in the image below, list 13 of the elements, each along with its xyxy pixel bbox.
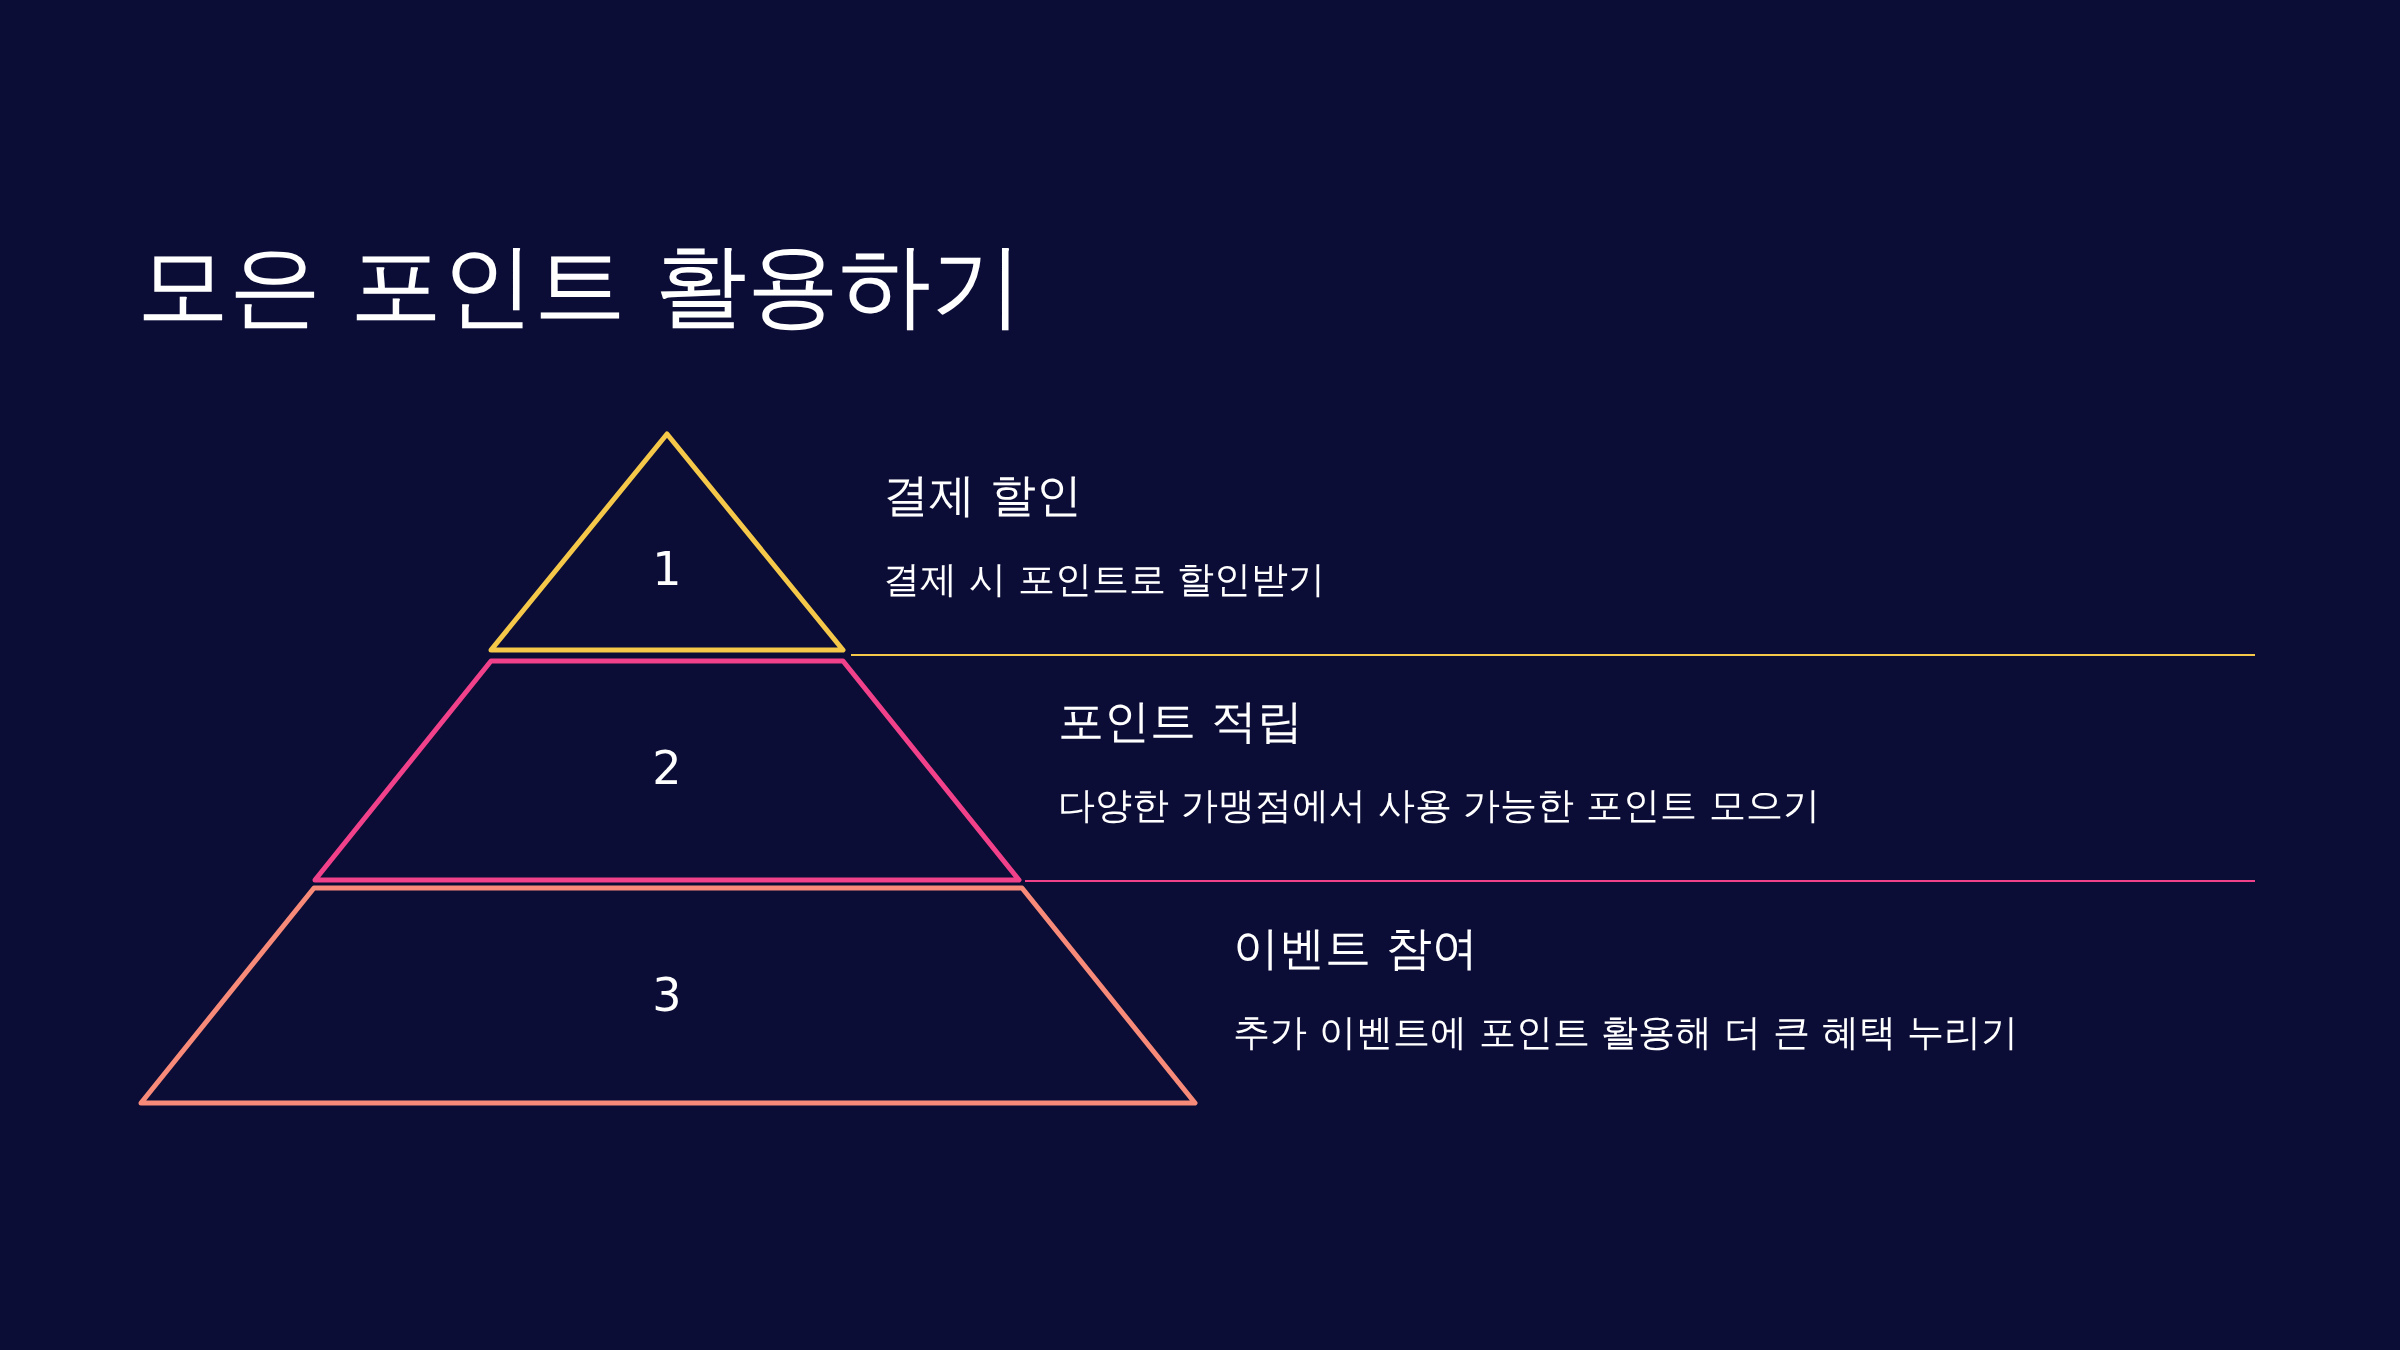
- tier-heading: 포인트 적립: [1058, 694, 1303, 750]
- tier-number: 1: [652, 546, 682, 592]
- tier-heading: 이벤트 참여: [1233, 921, 1478, 977]
- tier-description: 추가 이벤트에 포인트 활용해 더 큰 혜택 누리기: [1233, 1010, 2019, 1056]
- tier-description: 결제 시 포인트로 할인받기: [883, 557, 1326, 603]
- tier-description: 다양한 가맹점에서 사용 가능한 포인트 모으기: [1058, 783, 1820, 829]
- pyramid-tier: [311, 657, 1023, 884]
- slide-title: 모은 포인트 활용하기: [137, 235, 1024, 337]
- tier-heading: 결제 할인: [883, 468, 1082, 524]
- pyramid-tier: [137, 884, 1199, 1107]
- tier-number: 2: [652, 745, 682, 791]
- tier-number: 3: [652, 972, 682, 1018]
- pyramid-top-triangle: [487, 430, 847, 654]
